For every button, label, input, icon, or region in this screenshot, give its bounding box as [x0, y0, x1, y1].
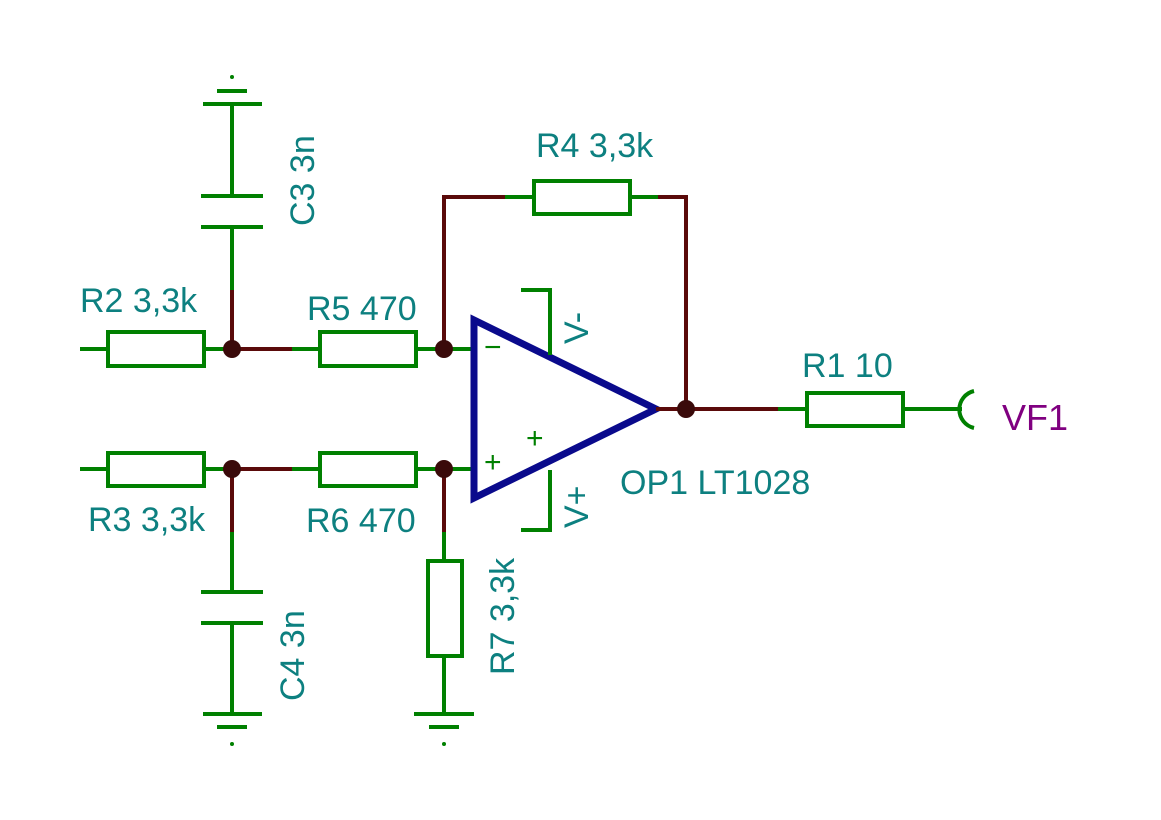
label-vplus: V+: [558, 485, 596, 528]
ground-symbol-c4: [203, 712, 262, 746]
label-r2: R2 3,3k: [80, 282, 198, 320]
label-r7: R7 3,3k: [484, 557, 522, 675]
label-r5: R5 470: [307, 290, 417, 328]
resistor-r1[interactable]: [778, 391, 962, 428]
resistor-r5[interactable]: [292, 330, 444, 368]
resistor-r4[interactable]: [505, 179, 658, 216]
label-r6: R6 470: [306, 502, 416, 540]
label-vminus: V-: [558, 312, 596, 344]
ground-symbol-r7: [414, 712, 474, 746]
resistor-r2[interactable]: [80, 330, 232, 368]
resistor-r6[interactable]: [292, 451, 444, 488]
opamp-inverting-sign: −: [484, 331, 502, 364]
junction-dot: [435, 460, 453, 478]
capacitor-c4[interactable]: [201, 532, 263, 714]
capacitor-c3[interactable]: [201, 104, 263, 290]
opamp-noninverting-sign: +: [484, 446, 502, 479]
resistor-r3[interactable]: [80, 451, 232, 488]
junction-dot: [223, 460, 241, 478]
net-connector-vf1[interactable]: [957, 389, 975, 430]
label-c4: C4 3n: [274, 610, 312, 701]
resistor-r7[interactable]: [426, 532, 464, 714]
label-r3: R3 3,3k: [88, 501, 206, 539]
junction-dot: [223, 340, 241, 358]
wire-feedback-left: [442, 195, 505, 349]
label-c3: C3 3n: [284, 135, 322, 226]
label-op1: OP1 LT1028: [620, 464, 810, 502]
label-r4: R4 3,3k: [536, 127, 654, 165]
net-label-vf1: VF1: [1002, 397, 1068, 438]
wire-feedback-right: [658, 195, 688, 409]
ground-symbol-top: [203, 75, 262, 106]
label-r1: R1 10: [802, 347, 893, 385]
junction-dot: [677, 400, 695, 418]
junction-dot: [435, 340, 453, 358]
opamp-vplus-sign: +: [526, 422, 544, 455]
